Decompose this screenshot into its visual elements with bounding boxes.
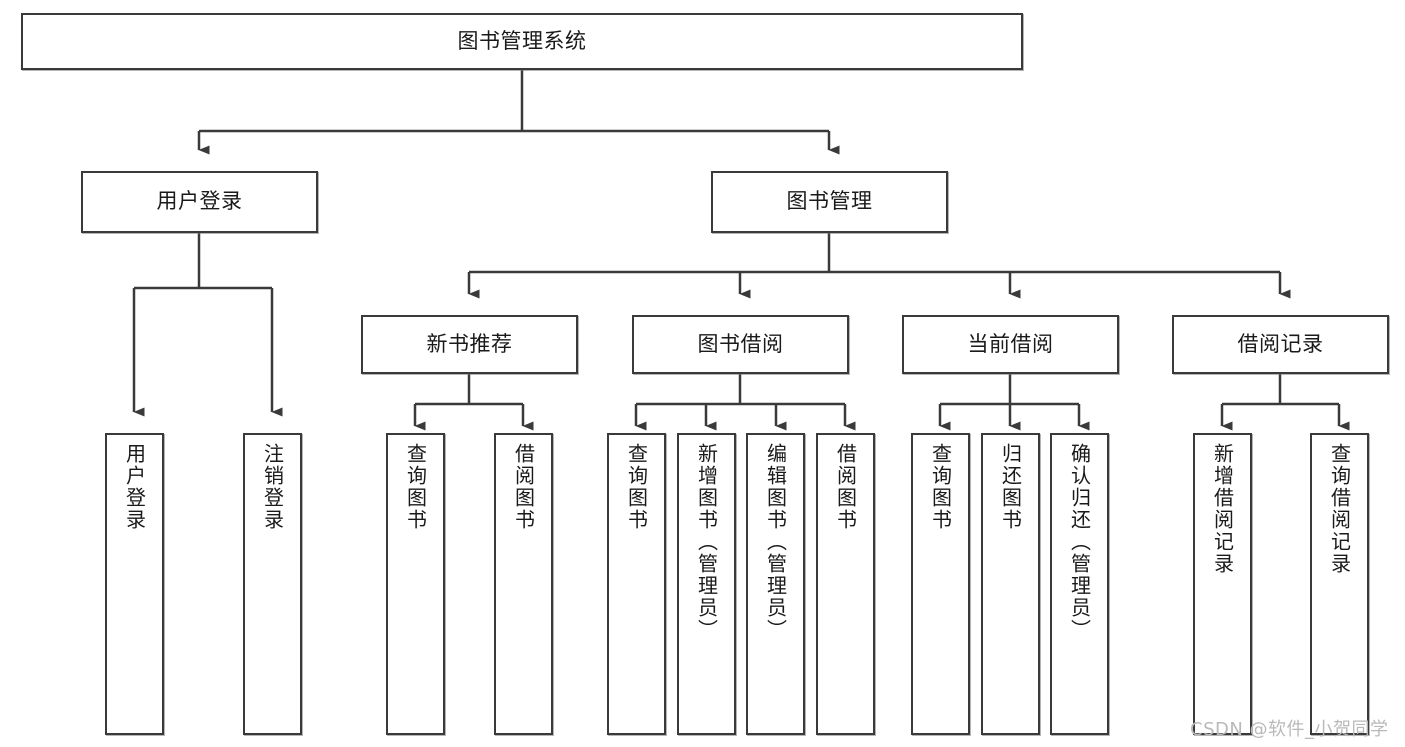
leaf-node-return-book-label: 归还图书 [998,443,1023,531]
node-book-manage-label: 图书管理 [786,189,873,214]
node-borrow-record-label: 借阅记录 [1237,331,1324,356]
leaf-node-query-borrow-record-label: 查询借阅记录 [1327,443,1352,575]
leaf-node-return-book[interactable]: 归还图书 [981,433,1040,735]
node-book-manage[interactable]: 图书管理 [711,171,948,233]
leaf-node-query-book-rec[interactable]: 查询图书 [386,433,445,735]
leaf-node-add-book-admin-label: 新增图书（管理员） [694,443,719,641]
leaf-node-add-borrow-record[interactable]: 新增借阅记录 [1193,433,1252,735]
leaf-node-user-login-label: 用户登录 [122,443,147,531]
leaf-node-edit-book-admin[interactable]: 编辑图书（管理员） [746,433,805,735]
node-book-borrow[interactable]: 图书借阅 [632,315,849,374]
node-book-borrow-label: 图书借阅 [697,331,784,356]
leaf-node-confirm-return-admin[interactable]: 确认归还（管理员） [1050,433,1109,735]
node-user-login[interactable]: 用户登录 [81,171,318,233]
node-current-borrow[interactable]: 当前借阅 [902,315,1119,374]
leaf-node-add-book-admin[interactable]: 新增图书（管理员） [677,433,736,735]
csdn-watermark: CSDN @软件_小贺同学 [1190,719,1389,740]
node-borrow-record[interactable]: 借阅记录 [1172,315,1389,374]
leaf-node-borrow-book-rec[interactable]: 借阅图书 [494,433,553,735]
leaf-node-borrow-book-label: 借阅图书 [833,443,858,531]
leaf-node-query-book-borrow[interactable]: 查询图书 [607,433,666,735]
node-new-book-rec-label: 新书推荐 [426,331,513,356]
node-current-borrow-label: 当前借阅 [967,331,1054,356]
leaf-node-user-login[interactable]: 用户登录 [105,433,164,735]
leaf-node-query-book-current-label: 查询图书 [928,443,953,531]
leaf-node-query-book-borrow-label: 查询图书 [624,443,649,531]
leaf-node-borrow-book[interactable]: 借阅图书 [816,433,875,735]
node-root-label: 图书管理系统 [457,28,587,53]
node-root[interactable]: 图书管理系统 [21,13,1023,70]
leaf-node-query-book-rec-label: 查询图书 [403,443,428,531]
leaf-node-edit-book-admin-label: 编辑图书（管理员） [763,443,788,641]
leaf-node-borrow-book-rec-label: 借阅图书 [511,443,536,531]
leaf-node-confirm-return-admin-label: 确认归还（管理员） [1067,443,1092,641]
leaf-node-query-book-current[interactable]: 查询图书 [911,433,970,735]
leaf-node-query-borrow-record[interactable]: 查询借阅记录 [1310,433,1369,735]
node-user-login-label: 用户登录 [156,189,243,214]
leaf-node-logout[interactable]: 注销登录 [243,433,302,735]
node-new-book-rec[interactable]: 新书推荐 [361,315,578,374]
leaf-node-add-borrow-record-label: 新增借阅记录 [1210,443,1235,575]
leaf-node-logout-label: 注销登录 [260,443,285,531]
